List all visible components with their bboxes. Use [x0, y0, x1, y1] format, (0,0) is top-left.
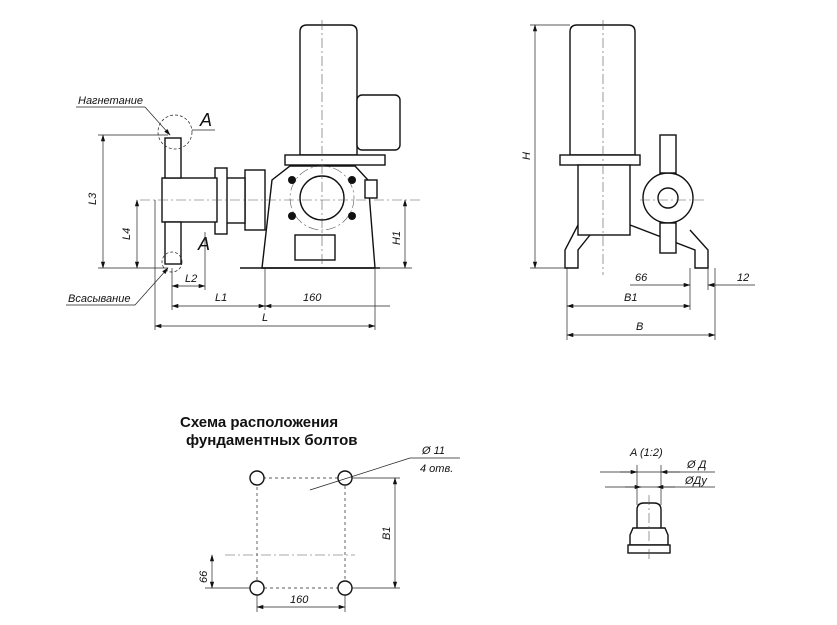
bolt-hole	[249, 580, 265, 596]
dim-66: 66	[635, 272, 648, 284]
dim-L2: L2	[185, 273, 197, 285]
dim-L4: L4	[121, 228, 133, 240]
suction-valve	[164, 221, 182, 265]
dim-H: H	[521, 152, 533, 160]
dim-L3: L3	[87, 192, 99, 205]
dim-H1: H1	[391, 231, 403, 245]
dim-L: L	[262, 312, 268, 324]
outer-diameter: Ø Д	[686, 459, 707, 471]
motor-plate	[284, 154, 386, 166]
hole-diameter: Ø 11	[421, 445, 445, 457]
bolt-hole	[249, 470, 265, 486]
gear-housing	[261, 165, 376, 269]
dim-160-bolt: 160	[290, 594, 309, 606]
dim-L1: L1	[215, 292, 227, 304]
detail-mark-top: A	[199, 110, 212, 130]
motor	[299, 24, 358, 156]
bolt-scheme-title-2: фундаментных болтов	[186, 432, 358, 449]
dim-160: 160	[303, 292, 322, 304]
terminal-box	[356, 94, 401, 151]
dim-66-bolt: 66	[198, 570, 210, 583]
bolt-scheme-title-1: Схема расположения	[180, 414, 338, 431]
dim-B1-bolt: B1	[381, 527, 393, 540]
dim-B: B	[636, 321, 643, 333]
front-view: Нагнетание A A Всасывание L3 L4 L2 L1 16…	[66, 20, 420, 330]
hole-count: 4 отв.	[420, 463, 453, 475]
nominal-diameter: ØДу	[684, 475, 708, 487]
dim-B1: B1	[624, 292, 637, 304]
side-view: H 66 12 B1 B	[521, 20, 755, 340]
detail-a: A (1:2) Ø Д ØДу	[600, 447, 715, 560]
bolt-hole	[337, 580, 353, 596]
bolt-scheme: Схема расположения фундаментных болтов Ø…	[180, 414, 460, 612]
discharge-label: Нагнетание	[78, 95, 143, 107]
suction-label: Всасывание	[68, 293, 130, 305]
bolt-hole	[337, 470, 353, 486]
dim-12: 12	[737, 272, 749, 284]
detail-mark-bottom: A	[197, 234, 210, 254]
discharge-valve	[164, 137, 182, 179]
detail-a-title: A (1:2)	[629, 447, 663, 459]
